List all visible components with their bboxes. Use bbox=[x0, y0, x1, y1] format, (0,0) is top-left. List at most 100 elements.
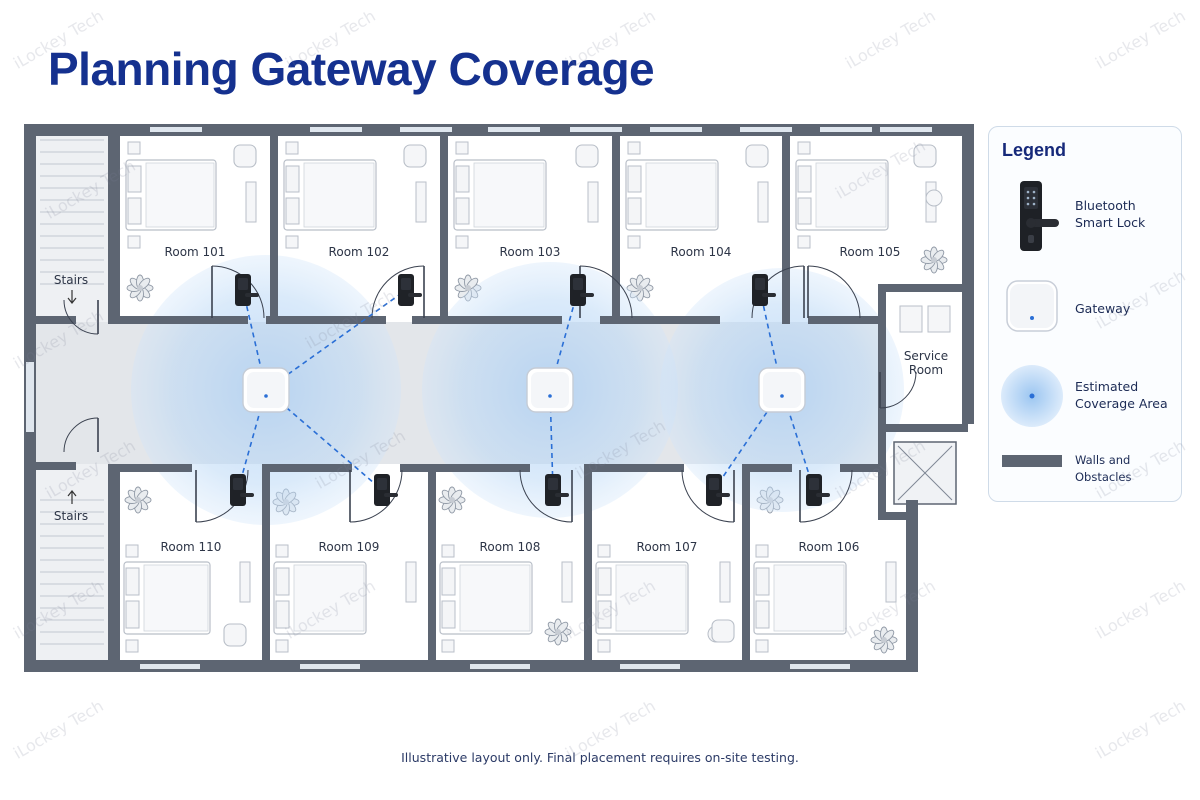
pillow bbox=[441, 567, 456, 596]
pillow bbox=[627, 165, 642, 193]
stairwell-wall bbox=[108, 464, 120, 660]
door-swing bbox=[799, 469, 853, 523]
corridor-wall-bottom bbox=[108, 464, 192, 472]
desk bbox=[587, 181, 599, 223]
desk bbox=[719, 561, 731, 603]
dryer bbox=[927, 305, 951, 333]
gateway-icon bbox=[526, 367, 574, 413]
blanket bbox=[145, 162, 215, 228]
stair-door bbox=[63, 417, 99, 453]
gateway-led bbox=[780, 394, 784, 398]
smart-lock-icon bbox=[230, 474, 254, 506]
stairwell-wall bbox=[108, 136, 120, 324]
round-table bbox=[925, 189, 943, 207]
room-divider bbox=[612, 136, 620, 324]
room-label: Room 104 bbox=[671, 245, 732, 259]
pillow bbox=[627, 197, 642, 225]
pillow bbox=[275, 567, 290, 596]
window bbox=[790, 664, 850, 669]
blanket bbox=[645, 162, 717, 228]
lock-keypad bbox=[401, 278, 411, 290]
pillow bbox=[127, 197, 142, 225]
window bbox=[470, 664, 530, 669]
smart-lock-icon bbox=[374, 474, 398, 506]
plant-pot bbox=[637, 285, 643, 291]
nightstand bbox=[797, 235, 811, 249]
wall bbox=[878, 512, 918, 520]
armchair bbox=[223, 623, 247, 647]
door-swing bbox=[579, 265, 633, 319]
exterior-wall-bottom bbox=[24, 660, 914, 672]
room-divider bbox=[742, 464, 750, 660]
blanket bbox=[293, 564, 365, 632]
room-label: Room 103 bbox=[500, 245, 561, 259]
gateway-face bbox=[763, 372, 801, 408]
nightstand bbox=[275, 544, 289, 558]
wall bbox=[600, 316, 720, 324]
stairs-label: Stairs bbox=[54, 509, 88, 523]
legend-walls-label: Walls and Obstacles bbox=[1075, 453, 1132, 484]
wall bbox=[412, 316, 562, 324]
room-divider bbox=[428, 464, 436, 660]
service-door bbox=[879, 371, 917, 409]
pillow bbox=[755, 600, 770, 629]
pillow bbox=[285, 165, 300, 193]
window bbox=[740, 127, 792, 132]
blanket bbox=[815, 162, 887, 228]
desk bbox=[885, 561, 897, 603]
smart-lock-icon bbox=[806, 474, 830, 506]
lock-handle bbox=[240, 493, 254, 497]
gateway-icon bbox=[242, 367, 290, 413]
lock-keypad bbox=[377, 478, 387, 490]
pillow bbox=[455, 165, 470, 193]
room-102-door bbox=[371, 265, 425, 319]
gateway-link bbox=[549, 389, 554, 491]
nightstand bbox=[755, 544, 769, 558]
plant bbox=[124, 486, 152, 514]
stairs-arrow-head bbox=[67, 490, 77, 497]
room-110-door bbox=[195, 469, 249, 523]
desk bbox=[405, 561, 417, 603]
lock-handle bbox=[555, 493, 569, 497]
room-label: Room 109 bbox=[319, 540, 380, 554]
pillow bbox=[455, 197, 470, 225]
armchair bbox=[711, 619, 735, 643]
armchair bbox=[913, 144, 937, 168]
smart-lock-icon bbox=[545, 474, 569, 506]
room-label: Room 108 bbox=[480, 540, 541, 554]
smart-lock-icon bbox=[235, 274, 259, 306]
lock-keypad bbox=[238, 278, 248, 290]
door-swing bbox=[807, 265, 861, 319]
armchair bbox=[403, 144, 427, 168]
exterior-wall-right-lower bbox=[906, 500, 918, 672]
footer-note: Illustrative layout only. Final placemen… bbox=[401, 750, 799, 765]
room-divider bbox=[584, 464, 592, 660]
pillow bbox=[597, 567, 612, 596]
plant-pot bbox=[465, 285, 471, 291]
wall bbox=[262, 464, 352, 472]
door-swing bbox=[63, 299, 99, 335]
pillow bbox=[597, 600, 612, 629]
locks-layer bbox=[230, 274, 830, 506]
desk bbox=[561, 561, 573, 603]
plant-pot bbox=[449, 497, 455, 503]
door-swing bbox=[519, 469, 573, 523]
window bbox=[150, 127, 202, 132]
room-label: Room 110 bbox=[161, 540, 222, 554]
lock-keypad bbox=[233, 478, 243, 490]
pillow bbox=[441, 600, 456, 629]
wall-swatch-icon bbox=[1002, 455, 1062, 467]
window bbox=[650, 127, 702, 132]
room-divider bbox=[270, 136, 278, 324]
nightstand bbox=[275, 639, 289, 653]
wall bbox=[878, 424, 886, 520]
room-108-door bbox=[519, 469, 573, 523]
lock-keypad bbox=[809, 478, 819, 490]
coverage-area-icon bbox=[1001, 365, 1063, 427]
pillow bbox=[797, 197, 812, 225]
desk bbox=[415, 181, 427, 223]
lock-keypad bbox=[548, 478, 558, 490]
doors-layer bbox=[63, 265, 917, 523]
plant-pot bbox=[931, 257, 937, 263]
